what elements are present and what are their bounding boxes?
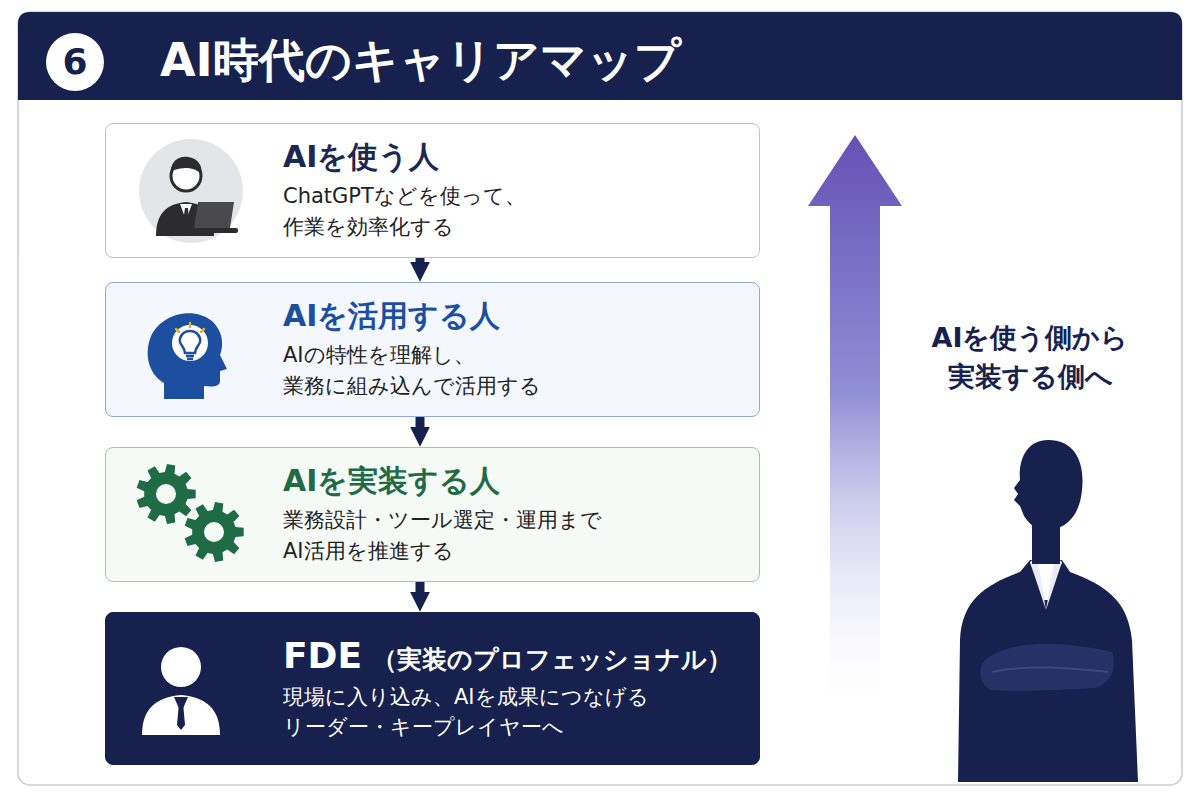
text-line: ChatGPTなどを使って、 bbox=[283, 181, 739, 211]
stage-box: AIを実装する人業務設計・ツール選定・運用まで AI活用を推進する bbox=[105, 447, 760, 582]
node-heading: FDE bbox=[283, 635, 362, 676]
node-body: 現場に入り込み、AIを成果につなげる リーダー・キープレイヤーへ bbox=[283, 682, 739, 743]
page-title: AI時代のキャリアマップ bbox=[160, 28, 681, 92]
stage-icon bbox=[106, 283, 276, 418]
text-line: AIを使う側から bbox=[900, 318, 1160, 357]
node-body: ChatGPTなどを使って、 作業を効率化する bbox=[283, 181, 739, 242]
flow-arrow bbox=[416, 258, 425, 262]
stage-box: AIを活用する人 AIの特性を理解し、 業務に組み込んで活用する bbox=[105, 282, 760, 417]
node-body: 業務設計・ツール選定・運用まで AI活用を推進する bbox=[283, 505, 739, 566]
heading-row: FDE （実装のプロフェッショナル） bbox=[283, 635, 739, 676]
node-heading: AIを実装する人 bbox=[283, 463, 739, 499]
stage-icon bbox=[106, 613, 276, 766]
goal-box: FDE （実装のプロフェッショナル） 現場に入り込み、AIを成果につなげる リーダー… bbox=[105, 612, 760, 765]
step-number: 6 bbox=[47, 40, 103, 84]
text-line: AI活用を推進する bbox=[283, 536, 739, 566]
flow-arrow bbox=[416, 417, 425, 427]
text-line: 業務設計・ツール選定・運用まで bbox=[283, 505, 739, 535]
number-circle bbox=[46, 33, 104, 91]
text-line: 現場に入り込み、AIを成果につなげる bbox=[283, 682, 739, 712]
text-line: 6 bbox=[47, 40, 103, 84]
text-line: 業務に組み込んで活用する bbox=[283, 371, 739, 401]
header-bar bbox=[18, 12, 1182, 100]
outer-frame bbox=[18, 12, 1182, 785]
node-heading: AIを活用する人 bbox=[283, 298, 739, 334]
growth-arrow bbox=[808, 135, 902, 710]
text-line: 作業を効率化する bbox=[283, 212, 739, 242]
stage-box: AIを使う人 ChatGPTなどを使って、 作業を効率化する bbox=[105, 123, 760, 258]
man-silhouette bbox=[958, 440, 1138, 782]
node-subheading: （実装のプロフェッショナル） bbox=[372, 643, 732, 676]
stage-icon bbox=[106, 448, 276, 583]
text-line: 実装する側へ bbox=[900, 357, 1160, 396]
text-line: AIの特性を理解し、 bbox=[283, 340, 739, 370]
stage-icon bbox=[106, 124, 276, 259]
text-line: リーダー・キープレイヤーへ bbox=[283, 712, 739, 742]
side-caption: AIを使う側から 実装する側へ bbox=[900, 318, 1160, 396]
node-heading: AIを使う人 bbox=[283, 139, 739, 175]
node-body: AIの特性を理解し、 業務に組み込んで活用する bbox=[283, 340, 739, 401]
flow-arrow bbox=[416, 582, 425, 592]
